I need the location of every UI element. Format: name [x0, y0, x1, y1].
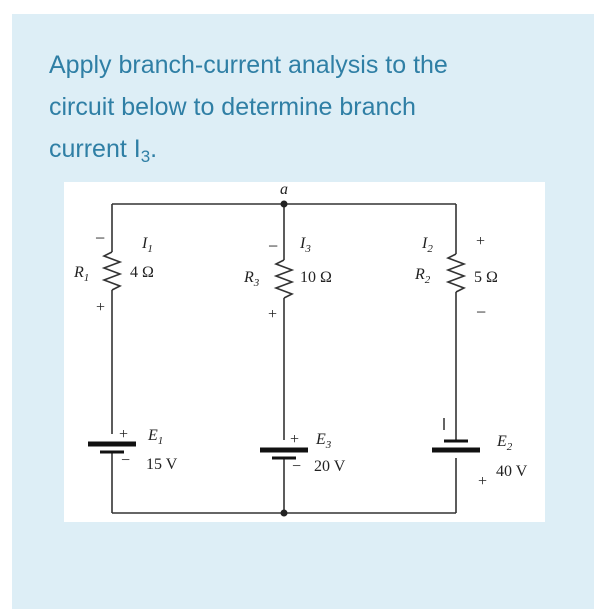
bottom-node-dot	[280, 509, 288, 517]
r3-top-sign: −	[268, 236, 278, 256]
question-current-label: current I	[49, 135, 141, 163]
e2-label: E2	[496, 433, 513, 453]
circuit-figure: a − + I1 R1 4 Ω + − E1 15 V − + I3 R3 10…	[64, 181, 545, 522]
r1-top-sign: −	[95, 228, 105, 248]
question-text: Apply branch-current analysis to the cir…	[49, 44, 569, 178]
e1-plus-sign: +	[119, 426, 128, 443]
question-line-2: circuit below to determine branch	[49, 93, 416, 121]
r1-value: 4 Ω	[130, 264, 154, 281]
e3-label: E3	[315, 431, 332, 451]
e3-value: 20 V	[314, 458, 346, 475]
e3-plus-sign: +	[290, 431, 299, 448]
r3-label: R3	[243, 269, 260, 289]
question-card: Apply branch-current analysis to the cir…	[12, 14, 594, 609]
r2-label: R2	[414, 266, 431, 286]
circuit-diagram: a − + I1 R1 4 Ω + − E1 15 V − + I3 R3 10…	[73, 181, 528, 517]
e3-minus-sign: −	[292, 458, 301, 475]
r2-value: 5 Ω	[474, 269, 498, 286]
r3-value: 10 Ω	[300, 269, 332, 286]
question-line-3: current I3.	[49, 128, 569, 178]
i1-label: I1	[141, 235, 153, 255]
r3-bottom-sign: +	[268, 306, 277, 323]
question-line-1: Apply branch-current analysis to the	[49, 51, 448, 79]
resistor-r1	[101, 251, 123, 291]
e1-label: E1	[147, 427, 163, 447]
r2-top-sign: +	[476, 233, 485, 250]
r1-label: R1	[73, 264, 89, 284]
r2-bottom-sign: −	[476, 302, 486, 322]
node-a-label: a	[280, 182, 288, 198]
e1-minus-sign: −	[121, 452, 130, 469]
i2-label: I2	[421, 235, 433, 255]
question-period: .	[150, 135, 158, 163]
resistor-r3	[273, 259, 295, 299]
i3-label: I3	[299, 235, 311, 255]
e2-value: 40 V	[496, 463, 528, 480]
e2-plus-sign: +	[478, 473, 487, 490]
r1-bottom-sign: +	[96, 299, 105, 316]
question-current-subscript: 3	[140, 147, 151, 166]
e1-value: 15 V	[146, 456, 178, 473]
node-a-dot	[280, 200, 288, 208]
resistor-r2	[445, 253, 467, 293]
